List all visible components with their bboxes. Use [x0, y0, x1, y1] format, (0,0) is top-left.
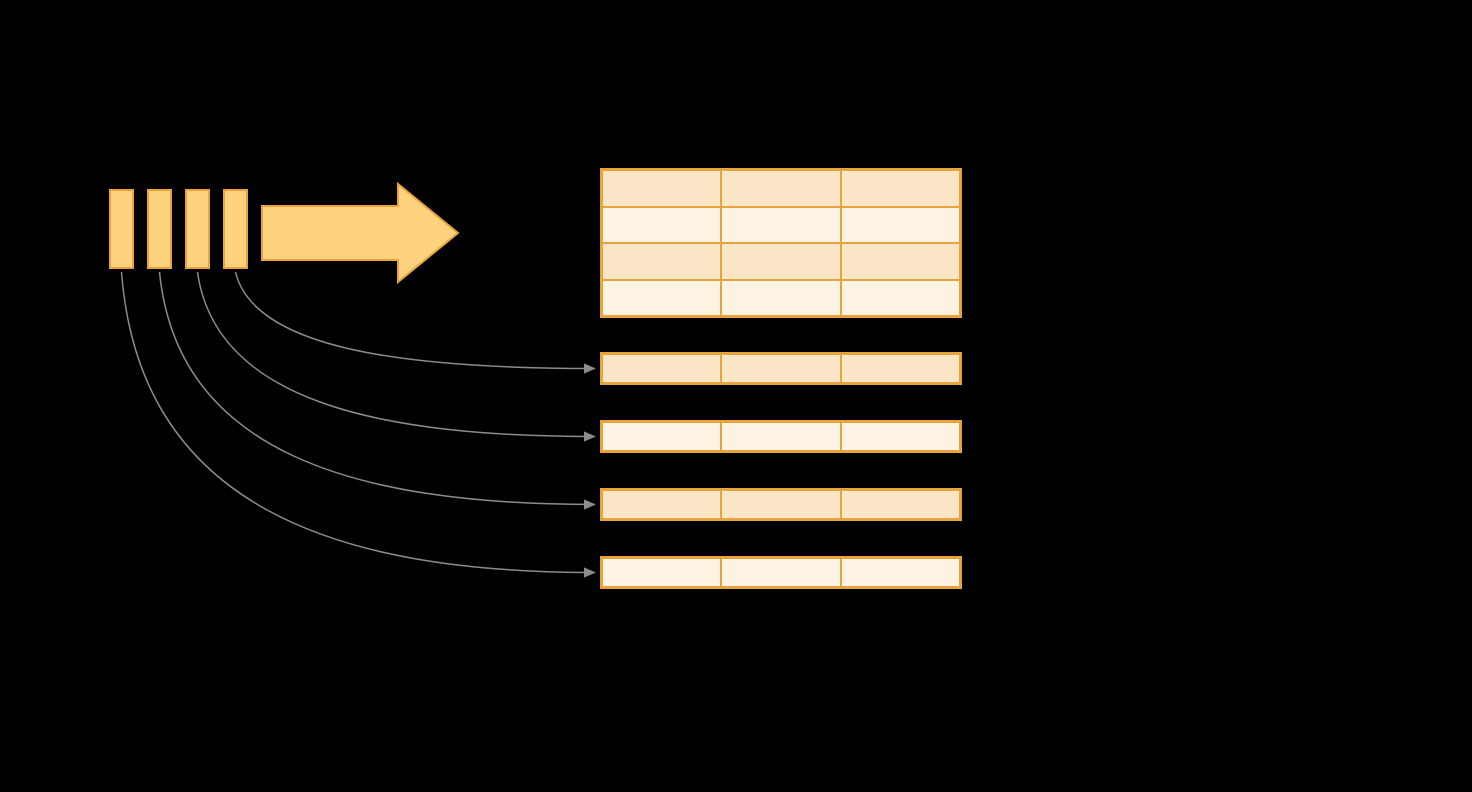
- table-cell: [840, 490, 960, 519]
- row-table-3: [600, 488, 962, 521]
- table-cell: [602, 279, 722, 316]
- table-cell: [840, 422, 960, 451]
- queue-bar-4: [223, 189, 248, 269]
- table-cell: [721, 354, 841, 383]
- table-cell: [721, 170, 841, 207]
- table-cell: [840, 243, 960, 280]
- connector-arrow-1: [234, 271, 596, 374]
- table-cell: [721, 206, 841, 243]
- flow-arrow-icon: [261, 181, 460, 285]
- row-table-2: [600, 420, 962, 453]
- table-cell: [840, 558, 960, 587]
- connector-arrow-4: [120, 271, 596, 578]
- table-cell: [602, 170, 722, 207]
- table-cell: [721, 243, 841, 280]
- queue-bar-1: [109, 189, 134, 269]
- table-cell: [602, 422, 722, 451]
- table-cell: [840, 170, 960, 207]
- table-cell: [721, 490, 841, 519]
- table-cell: [602, 243, 722, 280]
- table-cell: [602, 558, 722, 587]
- table-cell: [602, 206, 722, 243]
- table-cell: [602, 490, 722, 519]
- queue-bar-2: [147, 189, 172, 269]
- queue-bar-3: [185, 189, 210, 269]
- table-cell: [840, 354, 960, 383]
- main-table: [600, 168, 962, 318]
- row-table-4: [600, 556, 962, 589]
- table-cell: [840, 279, 960, 316]
- connector-arrows: [120, 271, 596, 578]
- table-cell: [721, 422, 841, 451]
- connector-arrow-2: [196, 271, 596, 442]
- connector-arrow-3: [158, 271, 596, 510]
- table-cell: [840, 206, 960, 243]
- row-table-1: [600, 352, 962, 385]
- table-cell: [721, 558, 841, 587]
- table-cell: [721, 279, 841, 316]
- queue-bars: [109, 189, 248, 269]
- table-cell: [602, 354, 722, 383]
